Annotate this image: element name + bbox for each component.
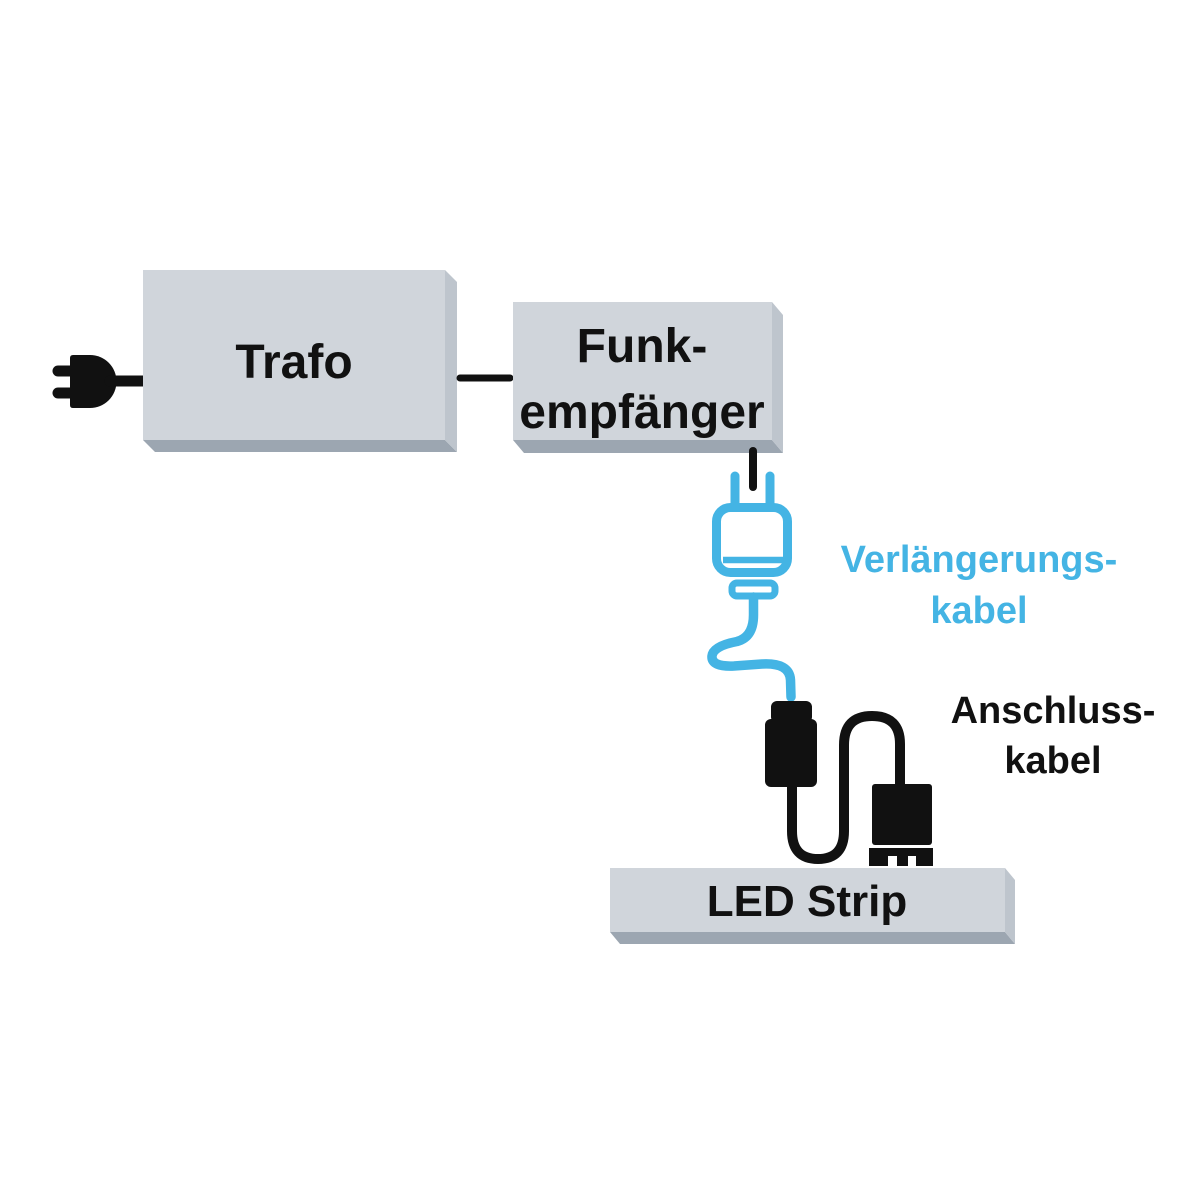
extension-cable-label-line2: kabel (930, 590, 1027, 632)
trafo-box: Trafo (143, 270, 457, 452)
connection-cable-curve (787, 710, 905, 865)
connection-cable-label: Anschluss- kabel (951, 690, 1156, 782)
led-connector-bar (869, 848, 933, 856)
plug-body (70, 355, 117, 408)
led-strip-connector-icon (869, 784, 933, 866)
led-strip-box-bottom-face (610, 932, 1015, 944)
extension-cable-plug-icon (707, 471, 796, 702)
dc-connector-plug-icon (765, 701, 905, 865)
led-connector-tooth-left (869, 855, 888, 866)
extension-plug-cable (707, 592, 796, 702)
led-strip-box-front-face (610, 868, 1005, 932)
trafo-box-right-face (445, 270, 457, 452)
connection-cable-label-line2: kabel (1004, 740, 1101, 782)
funk-box-bottom-face (513, 440, 783, 453)
led-strip-box-right-face (1005, 868, 1015, 944)
dc-connector-cap (771, 701, 812, 723)
extension-plug-body (712, 503, 792, 577)
funk-label-line2: empfänger (519, 386, 764, 439)
funk-empfaenger-box: Funk- empfänger (513, 302, 783, 453)
led-strip-box: LED Strip (610, 868, 1015, 944)
led-connector-body (872, 784, 932, 845)
dc-connector-body (765, 719, 817, 787)
trafo-box-bottom-face (143, 440, 457, 452)
led-connector-tooth-right (916, 855, 933, 866)
funk-box-front-face (513, 302, 772, 440)
connection-cable-label-line1: Anschluss- (951, 690, 1156, 732)
led-connector-tooth-middle (897, 855, 908, 866)
funk-box-right-face (772, 302, 783, 453)
trafo-label: Trafo (235, 336, 352, 389)
power-plug-icon (52, 355, 152, 408)
led-strip-label: LED Strip (707, 877, 907, 926)
trafo-box-front-face (143, 270, 445, 440)
extension-cable-label-line1: Verlängerungs- (841, 539, 1118, 581)
funk-label-line1: Funk- (577, 320, 708, 373)
extension-cable-label: Verlängerungs- kabel (841, 539, 1118, 632)
